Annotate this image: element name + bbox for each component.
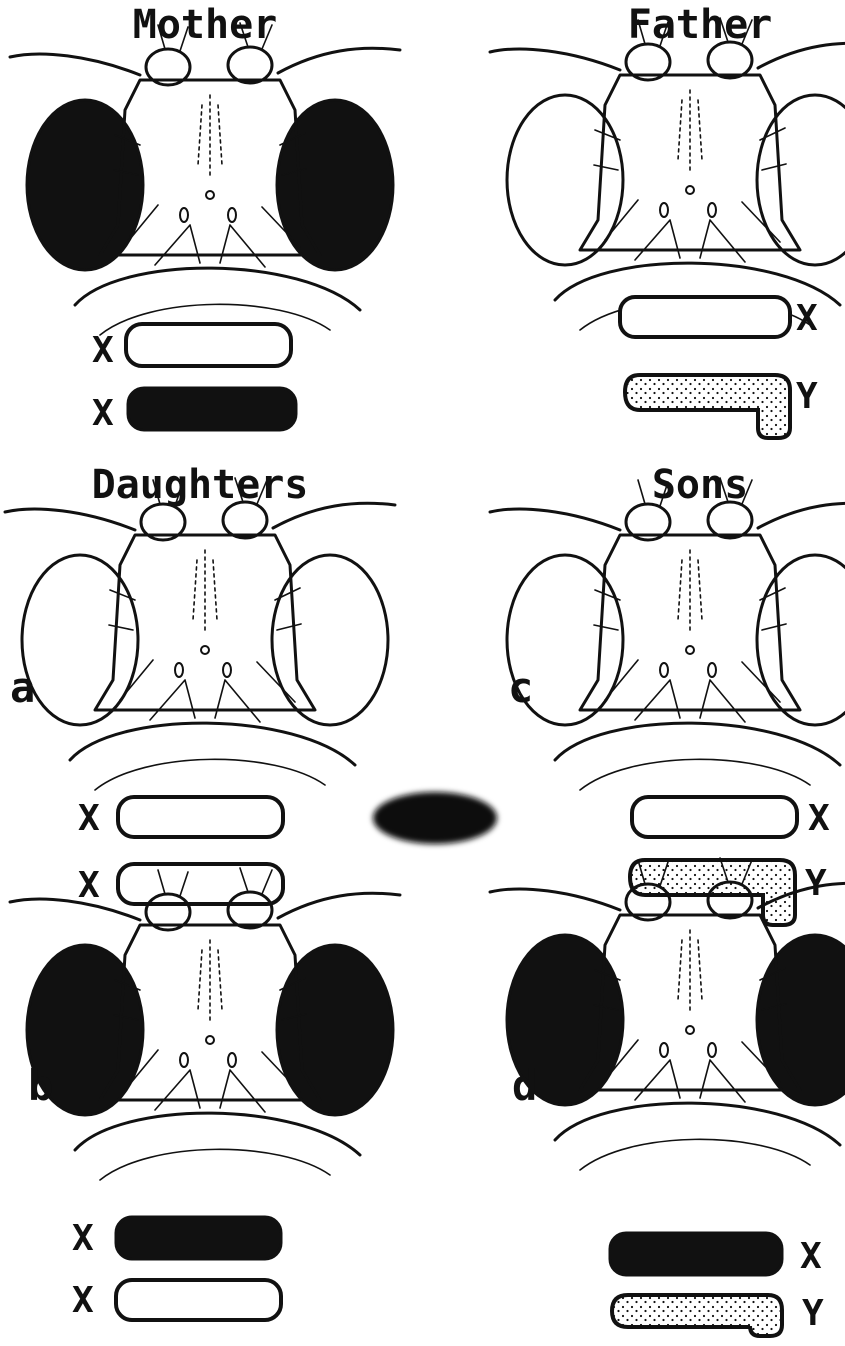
y-chromosome-icon — [612, 1295, 782, 1336]
x-chromosome-dark-icon — [128, 388, 296, 430]
x-chromosome-icon — [632, 797, 797, 837]
x-chromosome-dark-icon — [116, 1217, 281, 1259]
panel-letter-d: d — [512, 1061, 537, 1110]
y-chromosome-icon — [625, 375, 790, 438]
x-chromosome-icon — [118, 864, 283, 904]
panel-letter-b: b — [28, 1061, 53, 1110]
label-x-mother-2: X — [92, 393, 114, 434]
label-y-son-c: Y — [805, 863, 827, 904]
fly-head-son-c — [490, 478, 845, 790]
panel-letter-a: a — [10, 663, 35, 712]
label-x-son-d: X — [800, 1236, 822, 1277]
x-chromosome-icon — [620, 297, 790, 337]
label-x-son-c: X — [808, 798, 830, 839]
label-x-daughter-b-2: X — [72, 1280, 94, 1321]
x-chromosome-icon — [126, 324, 291, 366]
label-x-father: X — [796, 298, 818, 339]
label-y-son-d: Y — [802, 1293, 824, 1334]
label-x-daughter-a-2: X — [78, 865, 100, 906]
heading-daughters: Daughters — [92, 462, 309, 508]
x-chromosome-dark-icon — [610, 1233, 782, 1275]
label-x-daughter-a-1: X — [78, 798, 100, 839]
dark-chromosome-icon — [373, 792, 497, 844]
label-x-daughter-b-1: X — [72, 1218, 94, 1259]
fly-head-father — [490, 18, 845, 330]
fly-head-daughter-a — [5, 478, 395, 790]
label-y-father: Y — [796, 376, 818, 417]
fly-head-mother — [10, 23, 400, 335]
heading-mother: Mother — [133, 2, 278, 48]
panel-letter-c: c — [508, 663, 533, 712]
x-chromosome-icon — [116, 1280, 281, 1320]
fly-head-daughter-b — [10, 868, 400, 1180]
label-x-mother-1: X — [92, 330, 114, 371]
x-chromosome-icon — [118, 797, 283, 837]
